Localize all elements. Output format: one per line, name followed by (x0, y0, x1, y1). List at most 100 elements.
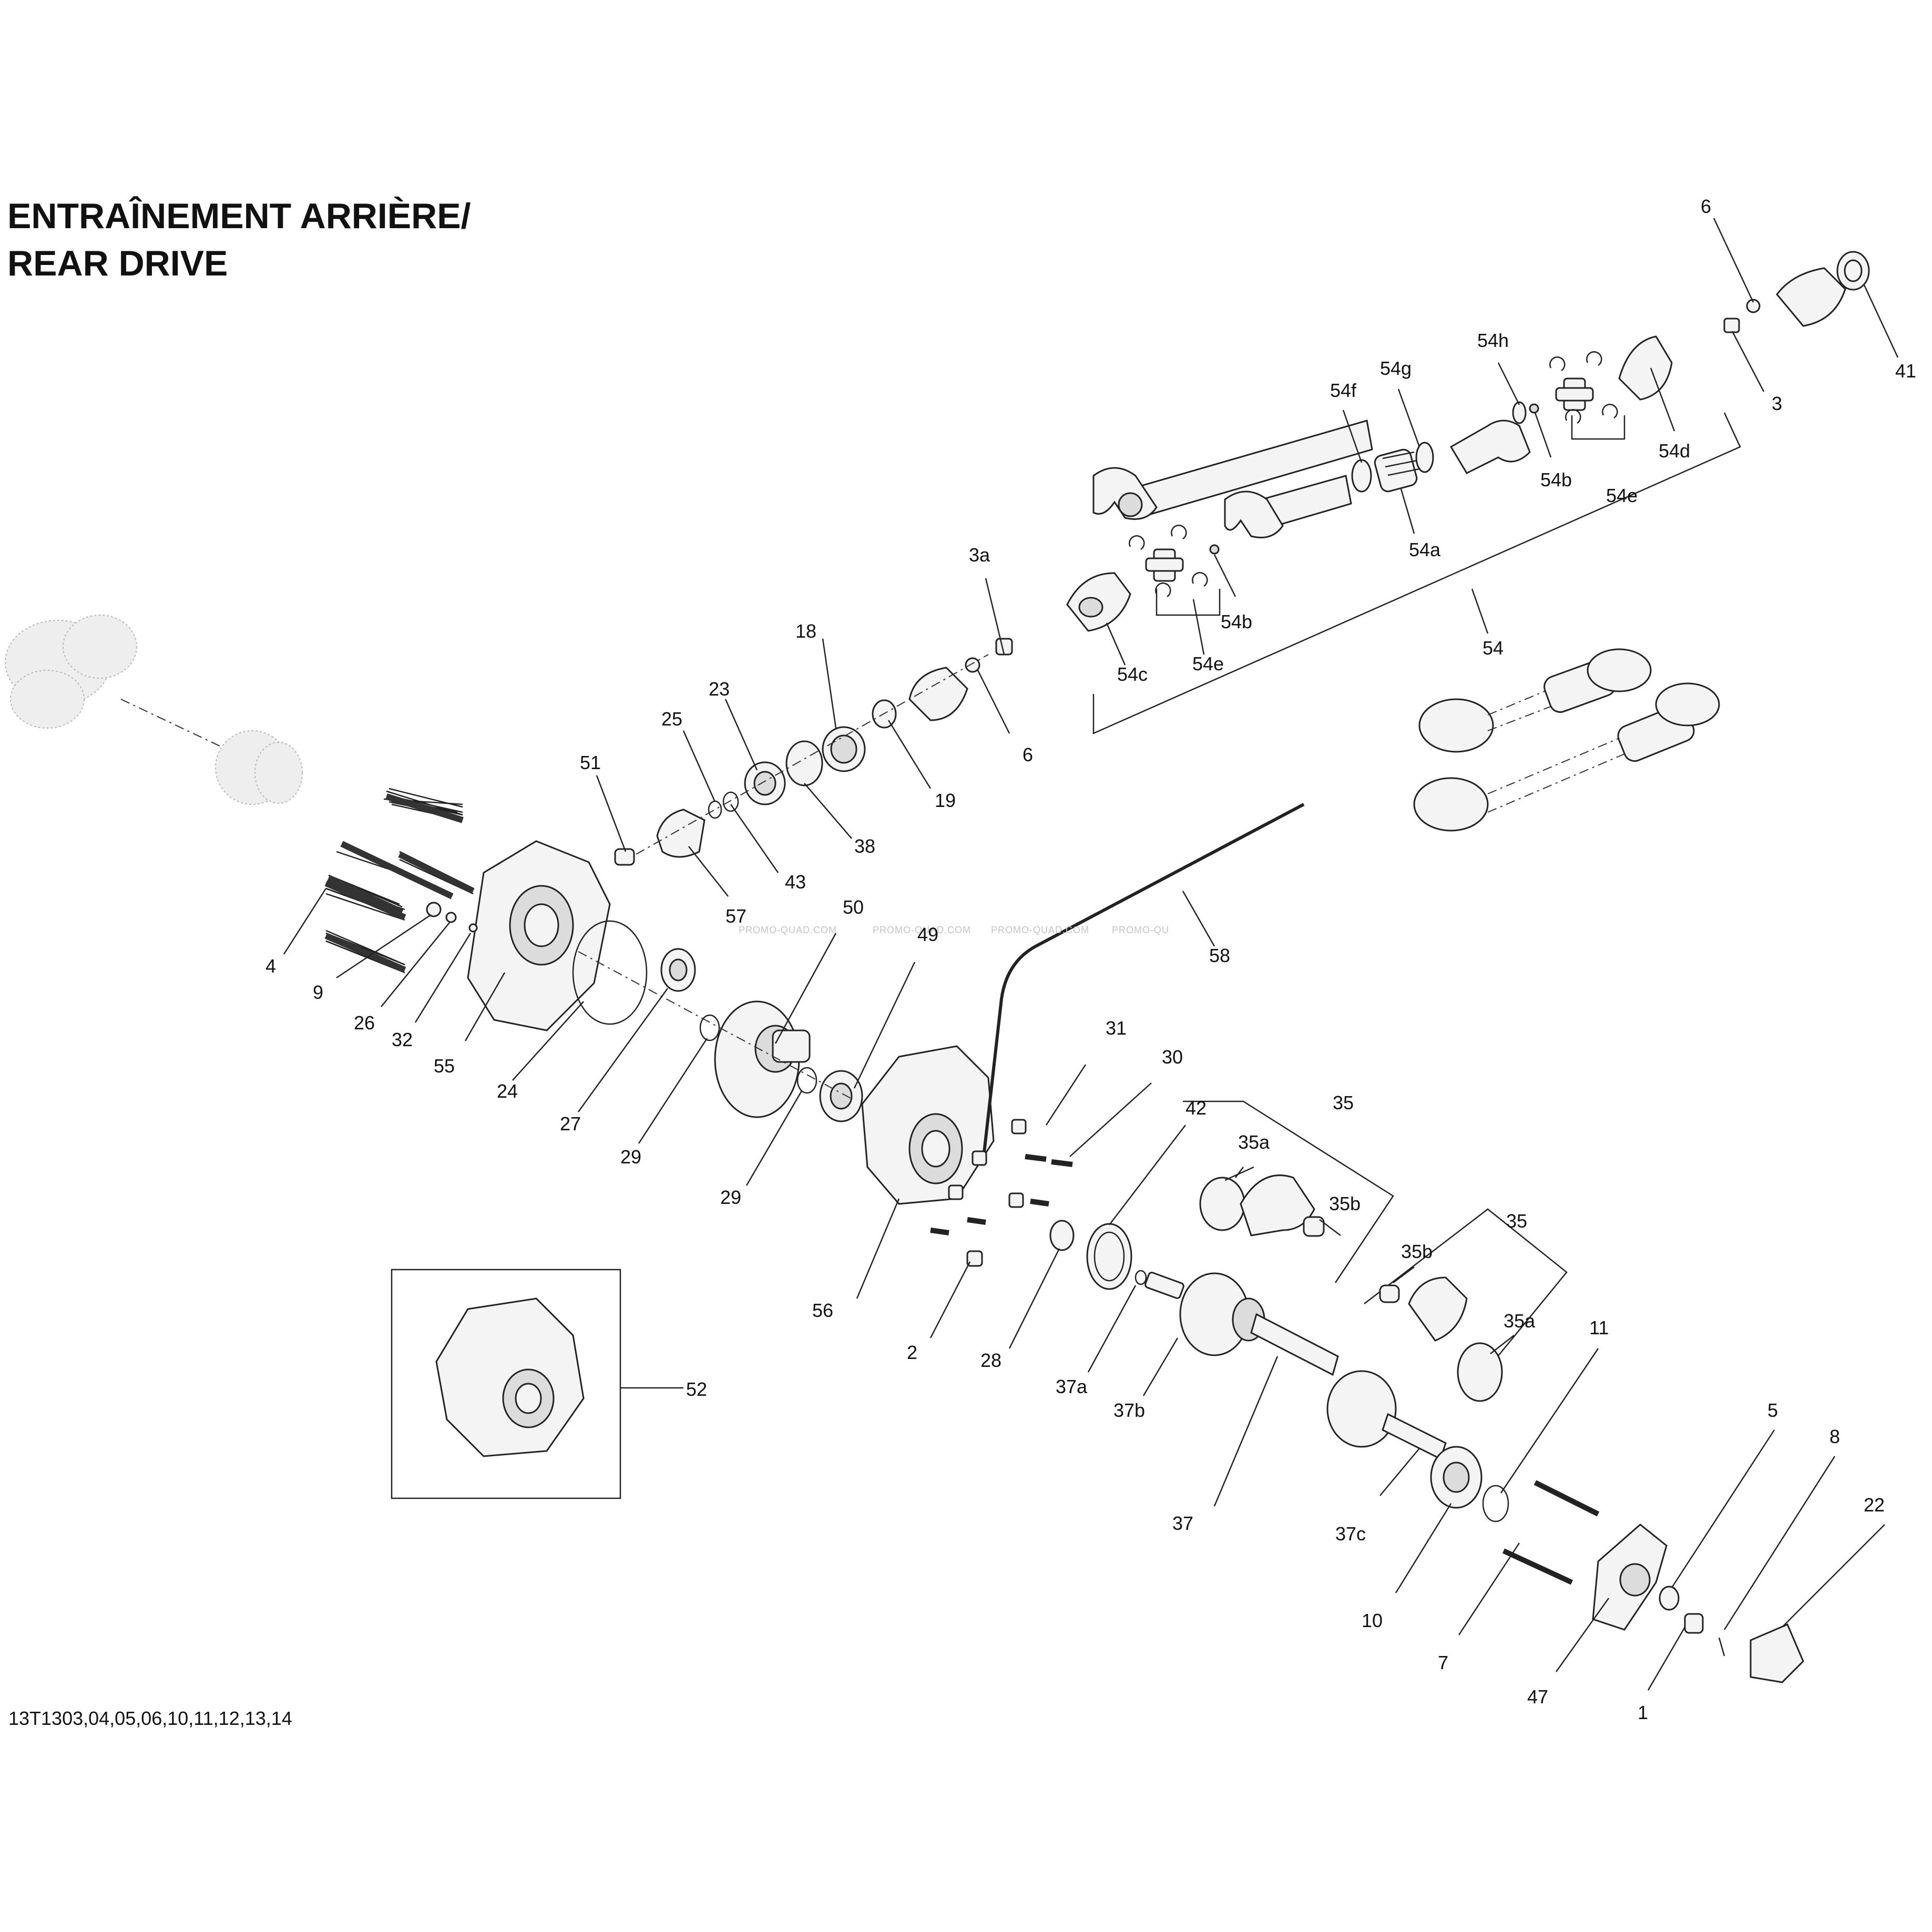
callout-8: 8 (1829, 1426, 1840, 1447)
callout-24: 24 (497, 1080, 518, 1102)
hub-47 (1592, 1524, 1668, 1631)
callout-22: 22 (1864, 1494, 1885, 1516)
callout-6-top: 6 (1701, 196, 1711, 217)
callout-35b-right: 35b (1401, 1241, 1433, 1262)
callout-54: 54 (1483, 637, 1504, 659)
ring-54g (1415, 442, 1434, 473)
diagram-title-fr: ENTRAÎNEMENT ARRIÈRE/ (7, 196, 471, 236)
callout-54g: 54g (1380, 357, 1412, 379)
callout-42: 42 (1185, 1097, 1207, 1119)
callout-49: 49 (917, 924, 938, 945)
callout-57: 57 (725, 905, 747, 927)
callout-37a: 37a (1056, 1376, 1088, 1397)
seal-41-inner (1844, 259, 1863, 282)
wheel-studs-7 (1502, 1480, 1600, 1585)
ring-25 (708, 800, 722, 819)
callout-1: 1 (1638, 1702, 1648, 1723)
callout-41: 41 (1895, 360, 1916, 382)
callout-2: 2 (907, 1342, 917, 1363)
callout-25: 25 (661, 708, 682, 730)
leader-lines (283, 218, 1899, 1691)
callout-51: 51 (580, 752, 601, 773)
seal-54h (1512, 401, 1527, 424)
callout-35a-right: 35a (1504, 1310, 1536, 1332)
nut-2 (966, 1250, 983, 1267)
shim-43 (722, 791, 739, 812)
bearing-49-inner (830, 1082, 853, 1110)
callout-58: 58 (1209, 945, 1230, 966)
bracket-35-right (1364, 1208, 1568, 1359)
boot-35-right (1408, 1276, 1468, 1342)
bolts-30 (930, 1154, 1073, 1235)
seal-42-inner (1093, 1231, 1125, 1282)
washer-6-mid (965, 657, 980, 673)
clamp-35a-right (1457, 1342, 1503, 1402)
callout-54b-top: 54b (1540, 469, 1572, 490)
callout-35b-left: 35b (1329, 1193, 1361, 1214)
callout-37b: 37b (1113, 1399, 1145, 1421)
driveshaft-shaft-long (1092, 420, 1373, 520)
callout-30: 30 (1162, 1046, 1183, 1068)
washer-5 (1659, 1586, 1680, 1611)
callout-35-right: 35 (1506, 1210, 1527, 1232)
ring-37a (1134, 1270, 1147, 1285)
callout-54b-bottom: 54b (1221, 611, 1252, 632)
housing-bolts-4-clean (324, 793, 475, 973)
washer-6-top (1746, 299, 1761, 313)
pinion-gear-57 (656, 809, 706, 858)
cotter-pin-8 (1718, 1637, 1725, 1657)
bracket-35-left (1183, 1100, 1394, 1283)
callout-28: 28 (980, 1350, 1001, 1371)
bracket-54e-bottom (1156, 589, 1221, 616)
clamp-35a-left (1199, 1177, 1245, 1231)
callout-9: 9 (313, 982, 323, 1003)
pin-32 (468, 923, 478, 933)
axis-ghost (120, 699, 221, 747)
bearing-51 (614, 848, 635, 866)
callout-56: 56 (812, 1300, 833, 1321)
callout-54h: 54h (1477, 330, 1509, 351)
ring-gear-50 (714, 1000, 811, 1118)
bracket-54 (1092, 412, 1741, 734)
grease-fitting-54b-bottom (1209, 544, 1220, 555)
seal-18-inner (830, 734, 857, 764)
clamp-54f (1351, 459, 1372, 493)
callout-38: 38 (854, 835, 875, 857)
callout-32: 32 (392, 1029, 413, 1050)
boot-35-left (1240, 1174, 1315, 1236)
axis-pinion (636, 654, 989, 855)
detail-box-52 (391, 1269, 621, 1499)
callout-54e-top: 54e (1606, 485, 1638, 506)
callout-3: 3 (1772, 393, 1782, 414)
slip-yoke-54a (1374, 448, 1420, 493)
bearing-38 (785, 740, 823, 786)
bearing-23-inner (753, 771, 776, 796)
callout-6-mid: 6 (1023, 744, 1033, 765)
callout-35a-left: 35a (1238, 1131, 1270, 1153)
callout-19: 19 (935, 790, 956, 811)
reference-code: 13T1303,04,05,06,10,11,12,13,14 (8, 1708, 292, 1729)
yoke-flange (1776, 267, 1846, 327)
diagram-title-en: REAR DRIVE (7, 243, 228, 283)
pinion-yoke (908, 667, 968, 721)
nut-1 (1684, 1613, 1704, 1634)
watermark-3: PROMO-QUAD.COM (991, 925, 1089, 935)
callout-26: 26 (354, 1012, 375, 1034)
nut-9 (426, 902, 442, 917)
callout-23: 23 (709, 678, 730, 700)
callout-54d: 54d (1659, 440, 1690, 462)
fasteners-31 (948, 1119, 1027, 1208)
watermark-2: PROMO-QUAD.COM (873, 925, 971, 935)
bearing-27-inner (669, 958, 688, 982)
callout-54f: 54f (1330, 380, 1357, 401)
yoke-54g-end (1449, 420, 1531, 474)
housing-55 (467, 840, 611, 1031)
callout-52: 52 (686, 1378, 707, 1400)
u-joint-cross-54e-bottom (1129, 525, 1208, 598)
callout-54c: 54c (1117, 663, 1148, 685)
grease-fitting-54b-top (1529, 403, 1539, 414)
washer-28 (1049, 1220, 1075, 1251)
driveshaft-shaft-short (1224, 475, 1352, 538)
